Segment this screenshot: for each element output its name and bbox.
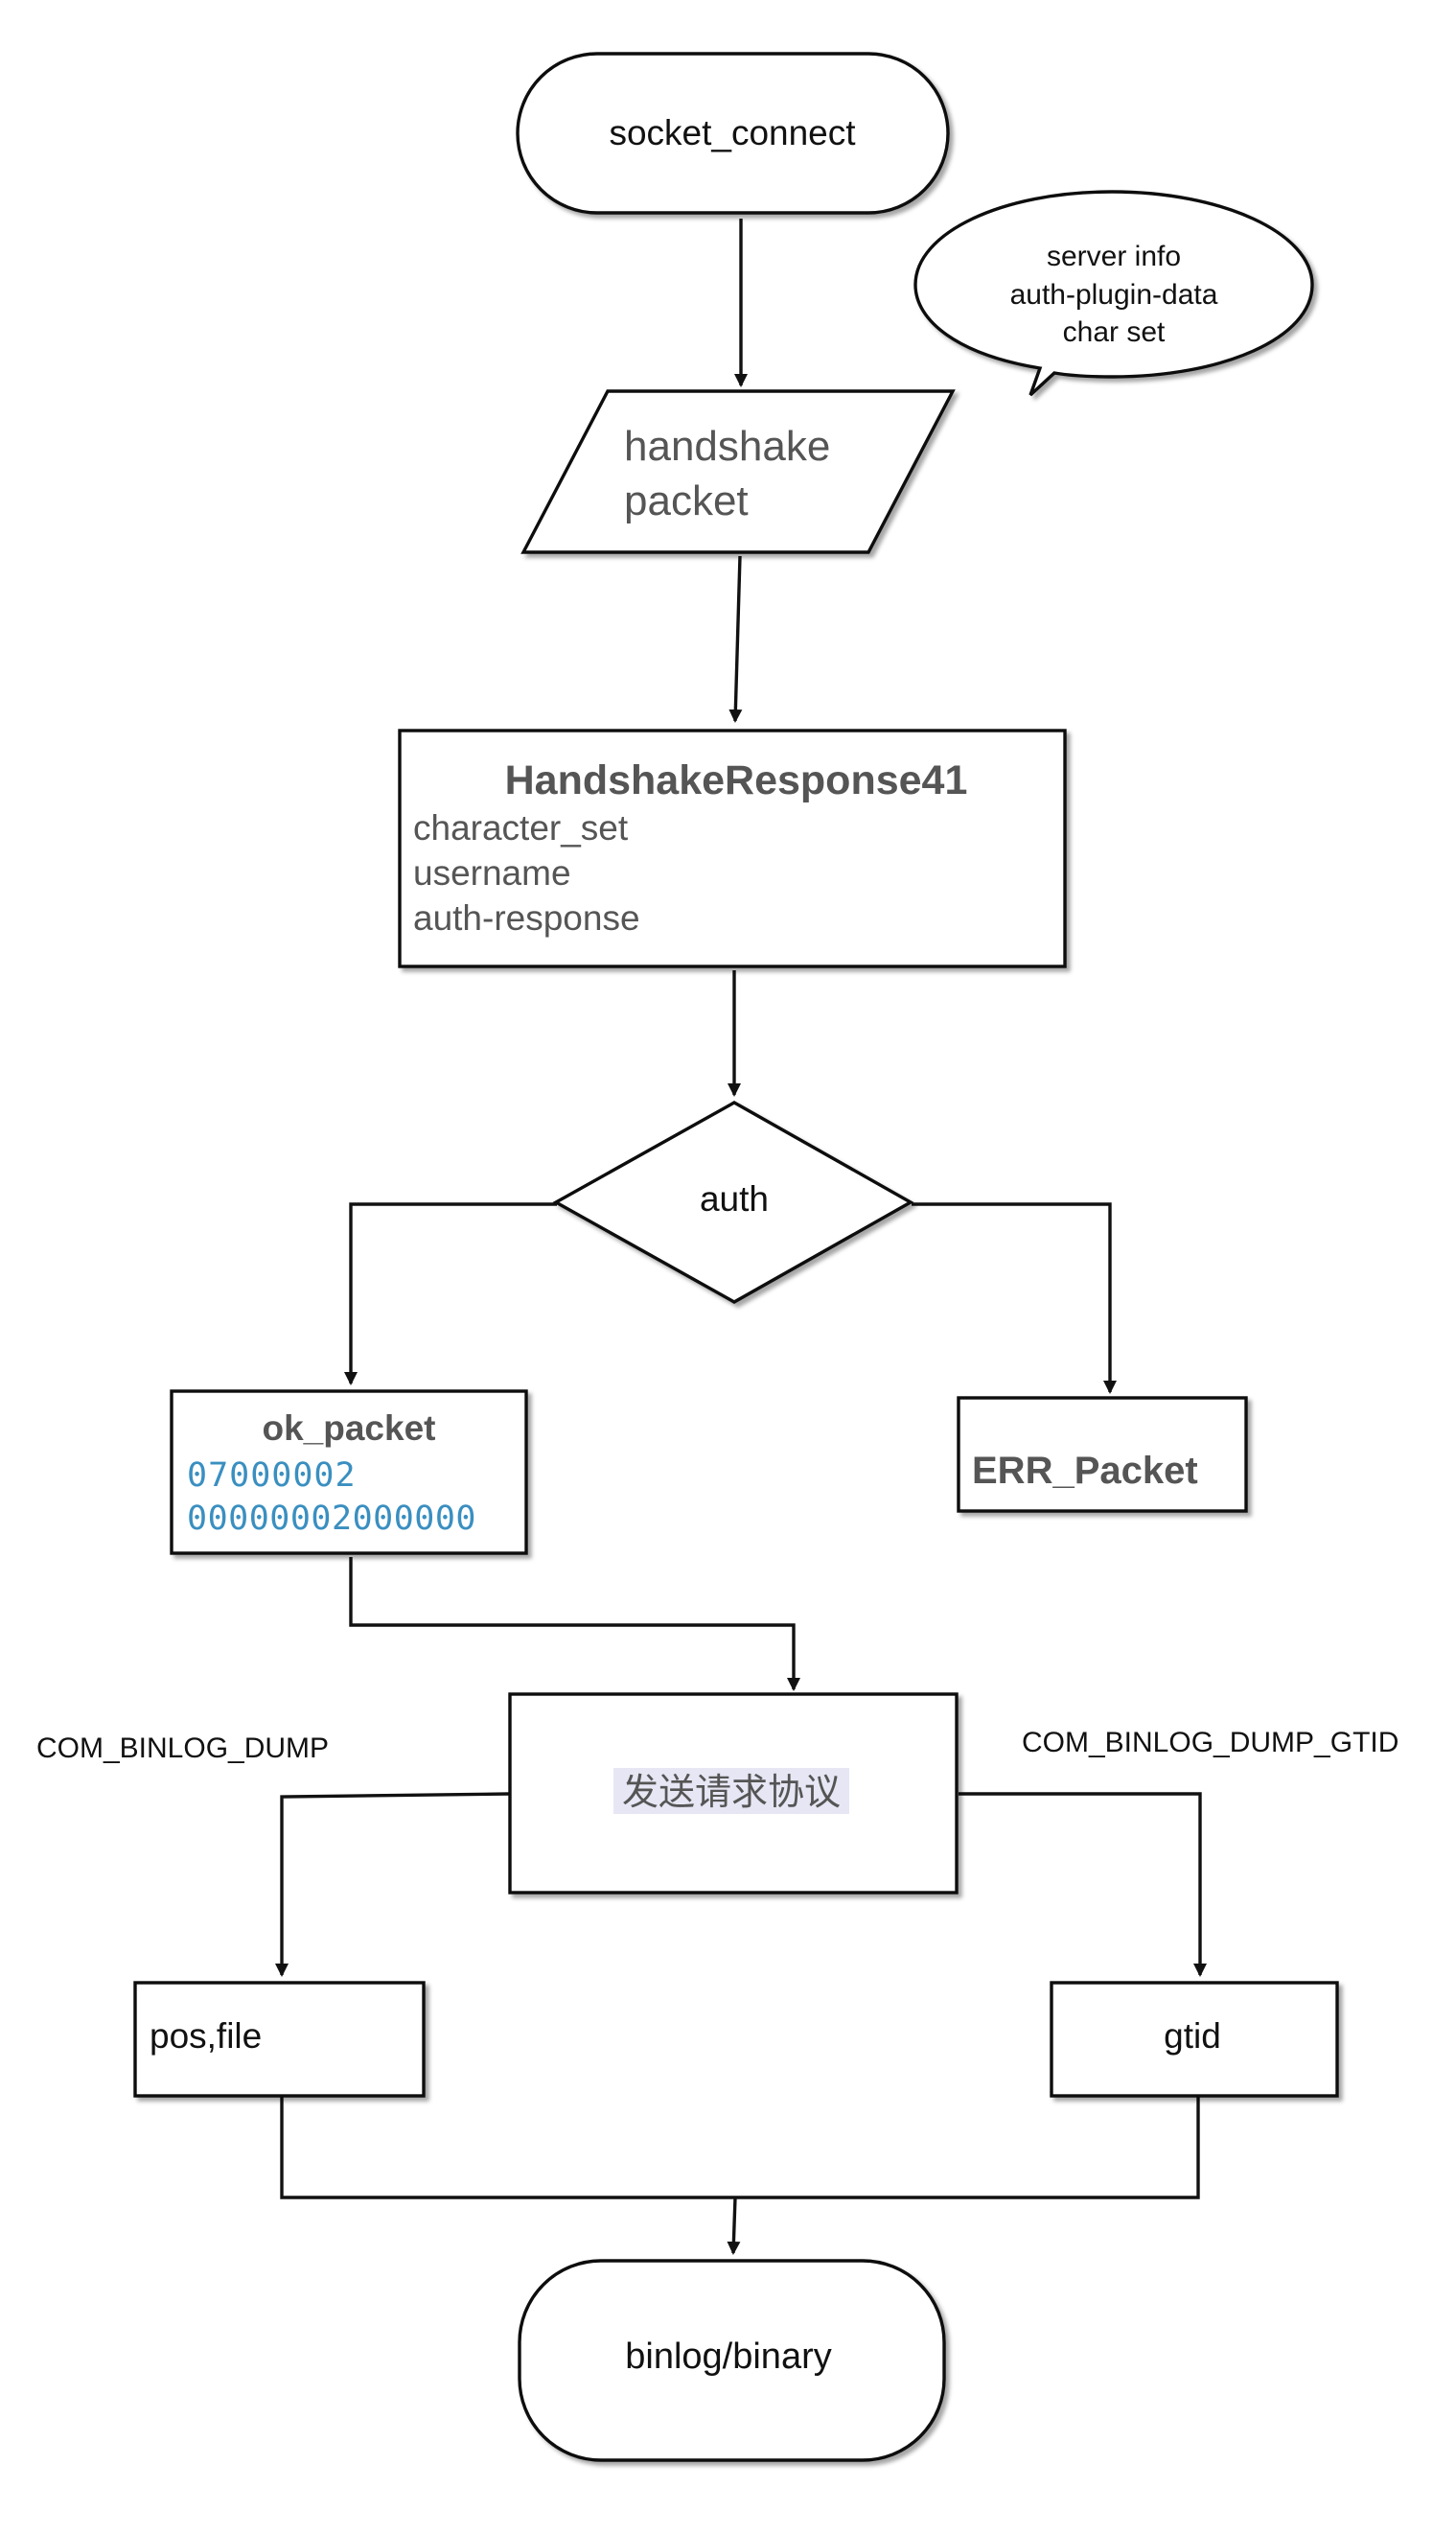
- process-shape: [1050, 1981, 1339, 2098]
- node-send-request: 发送请求协议: [508, 1692, 959, 1895]
- node-socket-connect: socket_connect: [516, 52, 950, 215]
- edge-merge-to-binlog: [727, 2197, 741, 2255]
- node-auth: auth: [552, 1101, 914, 1304]
- edges: [275, 219, 1207, 2255]
- edge-auth-to-err: [912, 1202, 1117, 1394]
- terminator-shape: [516, 52, 950, 215]
- response-field-3: auth-response: [413, 898, 640, 938]
- response-title: HandshakeResponse41: [505, 757, 968, 803]
- send-request-label: 发送请求协议: [622, 1771, 841, 1813]
- edge-request-to-posfile: [275, 1792, 511, 1977]
- bubble-line-3: char set: [1063, 316, 1166, 348]
- ok-packet-title: ok_packet: [263, 1408, 436, 1448]
- process-shape: [398, 729, 1067, 968]
- callout-server-info: server info auth-plugin-data char set: [913, 190, 1314, 397]
- edge-posfile-to-merge: [280, 2096, 1200, 2199]
- socket-connect-label: socket_connect: [609, 113, 856, 152]
- process-shape: [170, 1389, 528, 1555]
- bubble-line-2: auth-plugin-data: [1010, 279, 1218, 311]
- node-pos-file: pos,file: [133, 1981, 426, 2098]
- ok-packet-hex-2: 00000002000000: [187, 1499, 476, 1538]
- auth-label: auth: [700, 1179, 769, 1219]
- response-field-2: username: [413, 853, 571, 893]
- edge-auth-to-ok: [344, 1202, 557, 1385]
- binlog-label: binlog/binary: [625, 2336, 831, 2377]
- edge-request-to-gtid: [959, 1792, 1207, 1977]
- gtid-label: gtid: [1164, 2016, 1221, 2056]
- node-gtid: gtid: [1050, 1981, 1339, 2098]
- handshake-line-1: handshake: [624, 423, 830, 470]
- node-handshake-response: HandshakeResponse41 character_set userna…: [398, 729, 1067, 968]
- handshake-line-2: packet: [624, 477, 749, 524]
- ok-packet-hex-1: 07000002: [187, 1456, 357, 1495]
- edge-ok-to-request: [349, 1557, 800, 1691]
- decision-shape: [552, 1101, 914, 1304]
- process-shape: [957, 1396, 1248, 1513]
- terminator-shape: [518, 2259, 946, 2462]
- speech-bubble-shape: [913, 190, 1314, 397]
- pos-file-label: pos,file: [150, 2016, 262, 2056]
- parallelogram-shape: [520, 389, 956, 554]
- response-field-1: character_set: [413, 808, 629, 848]
- edge-handshake-to-response: [728, 555, 743, 723]
- node-err-packet: ERR_Packet: [957, 1396, 1248, 1513]
- process-shape: [133, 1981, 426, 2098]
- label-highlight: [613, 1768, 849, 1814]
- bubble-line-1: server info: [1047, 241, 1181, 272]
- edge-label-binlog-dump-gtid: COM_BINLOG_DUMP_GTID: [1022, 1727, 1398, 1758]
- edge-label-binlog-dump: COM_BINLOG_DUMP: [36, 1732, 329, 1764]
- node-ok-packet: ok_packet 07000002 00000002000000: [170, 1389, 528, 1555]
- node-handshake-packet: handshake packet: [520, 389, 956, 554]
- err-packet-label: ERR_Packet: [972, 1450, 1198, 1492]
- node-binlog: binlog/binary: [518, 2259, 946, 2462]
